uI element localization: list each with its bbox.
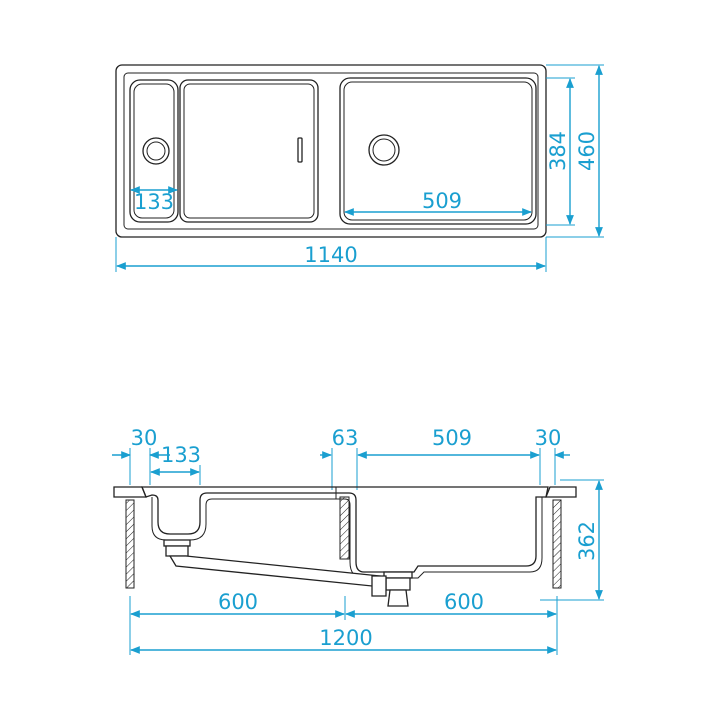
trap-connector	[371, 575, 387, 597]
drainer-compartment-inner	[133, 83, 175, 219]
sink-rim-inner	[123, 72, 539, 230]
drainer-waste-icon	[142, 137, 170, 165]
bowl-waste-inner	[372, 138, 396, 162]
dim-overall-length: 1140	[304, 243, 357, 267]
drainer-compartment	[129, 79, 179, 223]
dim-divider-gap: 63	[332, 426, 359, 450]
dim-left-rim: 30	[131, 426, 158, 450]
bowl-waste-icon	[368, 134, 400, 166]
drain-right-body	[385, 577, 411, 591]
main-bowl	[339, 77, 537, 225]
dim-inner-depth: 384	[546, 131, 570, 171]
drainer-waste-inner	[146, 141, 166, 161]
trap-outlet	[387, 589, 409, 607]
dim-outer-depth: 460	[575, 131, 599, 171]
dim-height: 362	[575, 521, 599, 561]
cabinet-wall-left	[125, 499, 135, 589]
dim-drainer-width-top: 133	[134, 190, 174, 214]
drainer-board-inner	[183, 83, 315, 219]
sink-outer-outline	[115, 64, 547, 238]
sink-section-outline	[141, 486, 549, 573]
cabinet-wall-middle	[339, 496, 350, 560]
main-bowl-inner	[343, 81, 533, 221]
drain-left-flange	[163, 539, 191, 547]
drainer-board	[179, 79, 319, 223]
dim-right-rim: 30	[535, 426, 562, 450]
cabinet-wall-right	[552, 499, 562, 589]
drain-right-flange	[383, 571, 413, 579]
dim-bowl-width-top: 509	[422, 189, 462, 213]
waste-pipe	[168, 555, 382, 587]
countertop-left	[113, 486, 147, 498]
section-view: 30 133 63 509 30	[112, 426, 604, 655]
dim-bowl-width-section: 509	[432, 426, 472, 450]
dim-right-cabinet: 600	[444, 590, 484, 614]
dim-left-cabinet: 600	[218, 590, 258, 614]
top-view: 133 509 384 460 1140	[115, 64, 604, 272]
countertop-right	[545, 486, 577, 498]
dim-cabinet-total: 1200	[319, 626, 372, 650]
overflow-slot-icon	[297, 137, 303, 163]
drain-left-body	[165, 545, 189, 557]
